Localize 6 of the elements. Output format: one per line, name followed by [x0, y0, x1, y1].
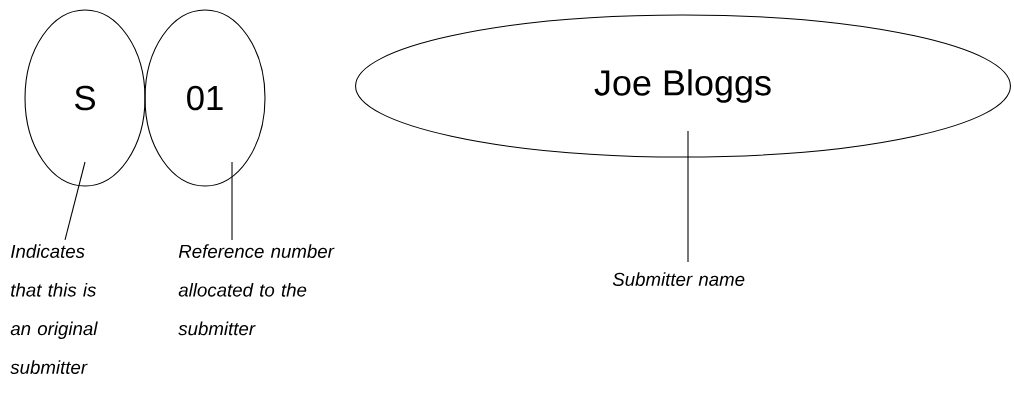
annotation-text: Reference number allocated to the submitter [178, 244, 335, 336]
leader-line [687, 130, 689, 263]
leader-line [231, 161, 233, 241]
annotation-text: Indicates that this is an original submitter [10, 244, 98, 374]
leader-line [64, 161, 86, 241]
annotation-text: Submitter name [612, 272, 745, 286]
